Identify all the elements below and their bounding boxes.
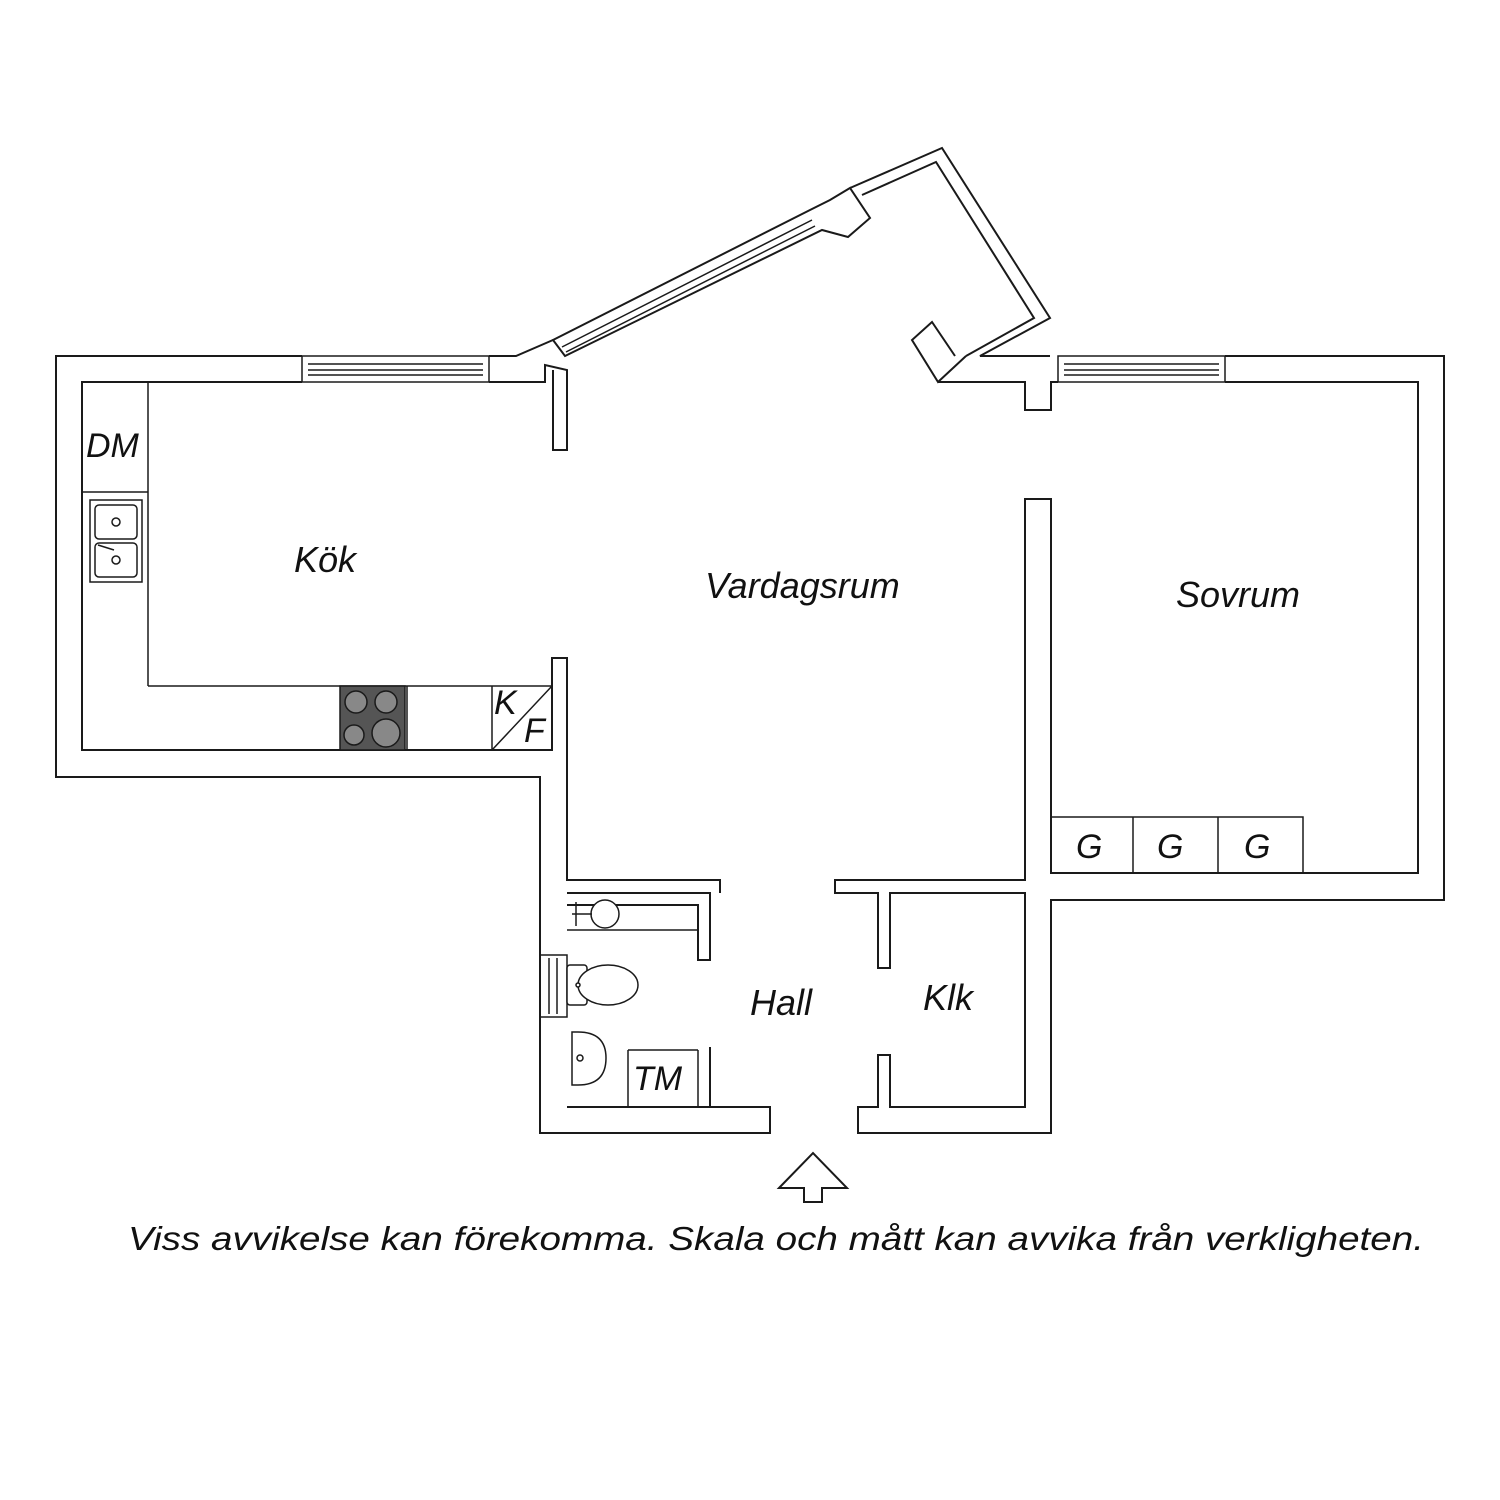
- fixture-label-wardrobe-2: G: [1157, 828, 1183, 866]
- bedroom-walls: [834, 355, 1445, 1134]
- kitchen-sink: [89, 499, 143, 583]
- disclaimer-text: Viss avvikelse kan förekomma. Skala och …: [128, 1220, 1424, 1257]
- room-label-kitchen: Kök: [294, 539, 358, 580]
- balcony: [551, 146, 1052, 384]
- room-label-hall: Hall: [750, 982, 813, 1023]
- washbasin-icon: [571, 1031, 607, 1086]
- fixture-label-wardrobe-3: G: [1244, 828, 1270, 866]
- wardrobes: [1051, 816, 1304, 873]
- fixture-label-wardrobe-1: G: [1076, 828, 1102, 866]
- shower-icon: [572, 899, 620, 929]
- kitchen-counter: [82, 382, 553, 751]
- bedroom-window: [1057, 355, 1226, 383]
- stove: [339, 685, 406, 751]
- fixture-label-dishwasher: DM: [86, 427, 140, 465]
- room-label-living: Vardagsrum: [705, 565, 900, 606]
- entrance-arrow-icon: [776, 1151, 850, 1203]
- kitchen-walls: [55, 339, 771, 1134]
- fixture-label-fridge: K: [494, 684, 518, 722]
- room-label-closet: Klk: [923, 977, 975, 1018]
- fixture-label-freezer: F: [524, 712, 547, 750]
- room-label-bedroom: Sovrum: [1176, 574, 1300, 615]
- fixture-label-washing-machine: TM: [633, 1060, 683, 1098]
- kitchen-window: [301, 355, 490, 383]
- toilet-icon: [566, 964, 639, 1006]
